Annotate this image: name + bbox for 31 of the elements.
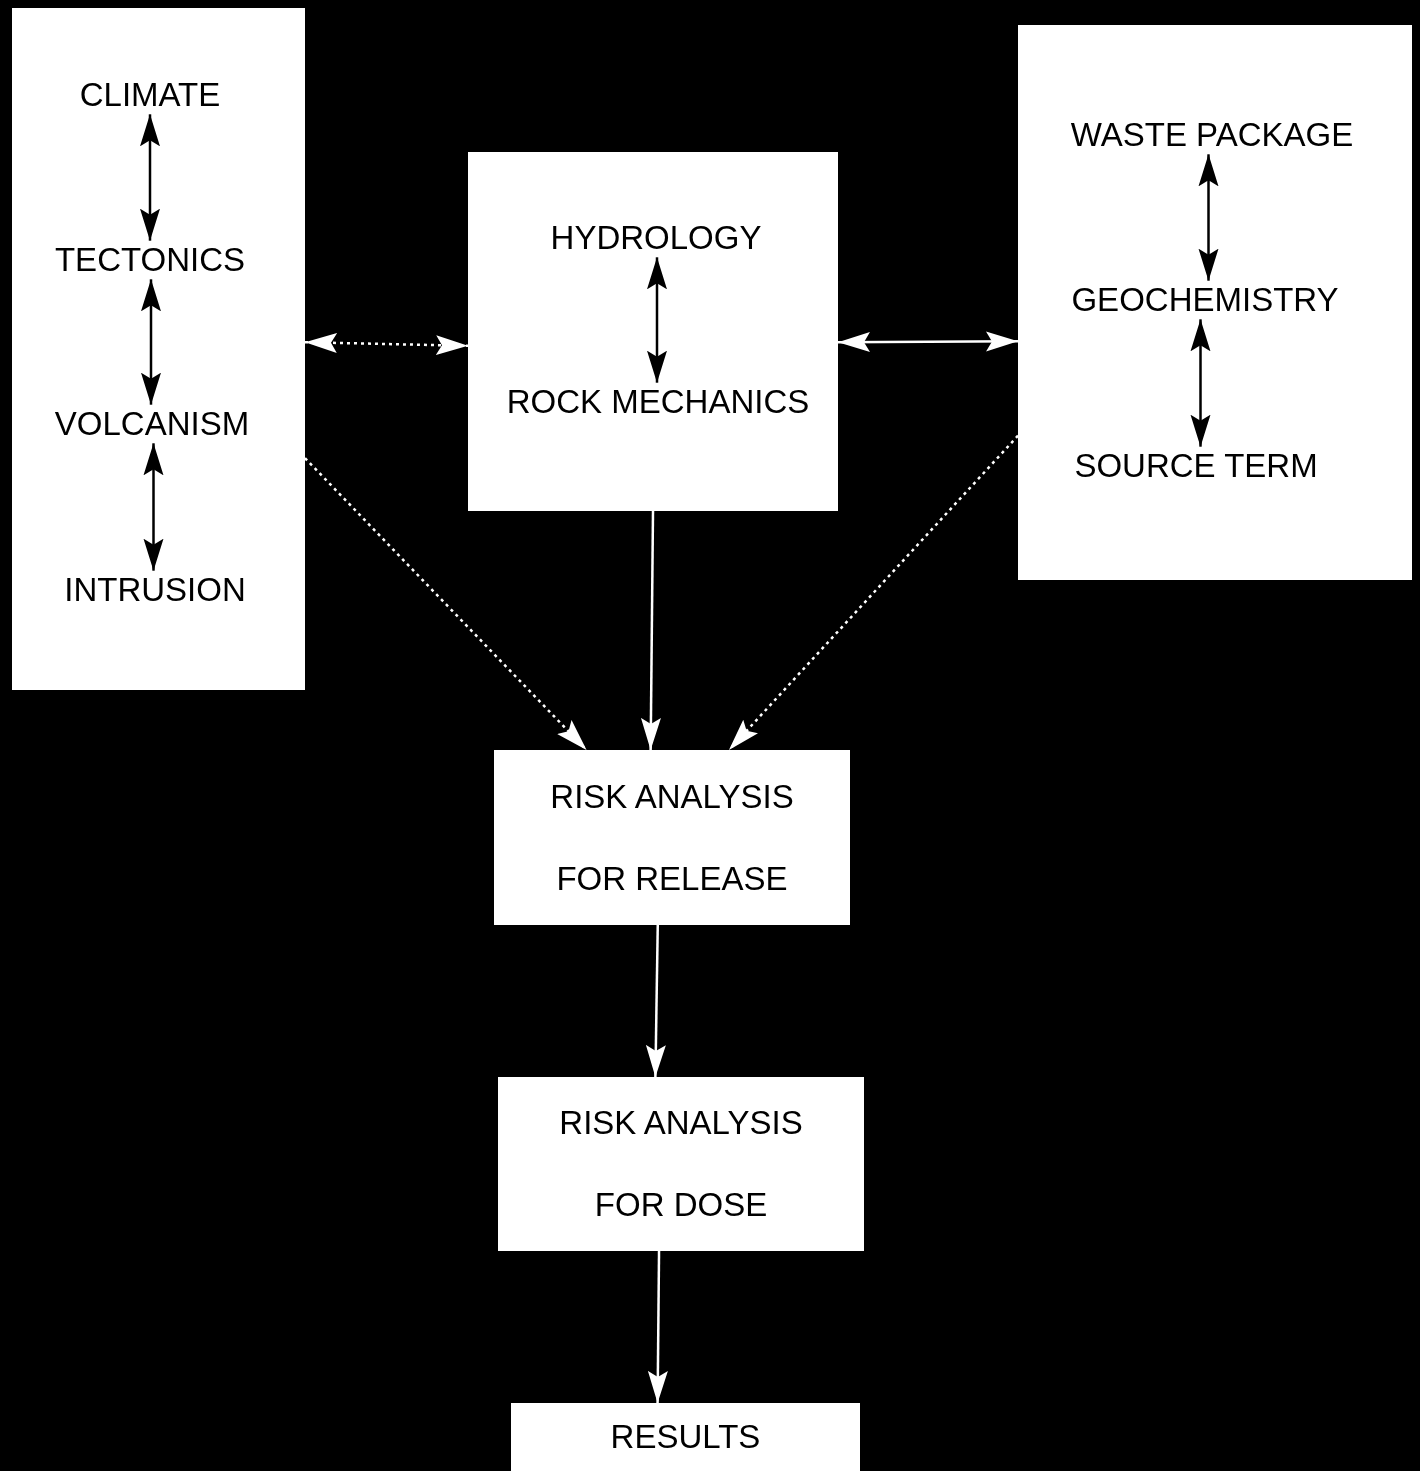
double-arrow	[304, 332, 469, 356]
factor-label: INTRUSION	[64, 572, 246, 608]
factor-label: ROCK MECHANICS	[506, 384, 810, 420]
arrow	[645, 924, 666, 1078]
process-box	[498, 1077, 864, 1251]
factor-label: CLIMATE	[79, 77, 221, 113]
arrow	[640, 511, 661, 750]
arrow	[647, 1251, 668, 1403]
group-box	[468, 152, 838, 511]
factor-label: TECTONICS	[54, 242, 246, 278]
arrow	[728, 434, 1019, 751]
factor-label: WASTE PACKAGE	[1070, 117, 1354, 153]
box-label: RISK ANALYSIS FOR DOSE	[558, 1103, 804, 1225]
double-arrow	[141, 279, 161, 405]
double-arrow	[838, 331, 1018, 353]
factor-label: SOURCE TERM	[1074, 448, 1318, 484]
group-box	[1018, 25, 1412, 580]
box-label: RISK ANALYSIS FOR RELEASE	[549, 776, 795, 899]
process-box	[494, 750, 850, 925]
box-label: RESULTS	[609, 1417, 762, 1457]
double-arrow	[1198, 154, 1219, 281]
double-arrow	[1190, 319, 1211, 447]
double-arrow	[647, 257, 667, 383]
process-box	[511, 1403, 860, 1471]
factor-label: HYDROLOGY	[550, 220, 762, 256]
double-arrow	[140, 114, 160, 241]
factor-label: GEOCHEMISTRY	[1071, 282, 1339, 318]
arrow	[304, 457, 588, 751]
group-box	[12, 8, 305, 690]
double-arrow	[143, 443, 164, 571]
factor-label: VOLCANISM	[54, 406, 250, 442]
